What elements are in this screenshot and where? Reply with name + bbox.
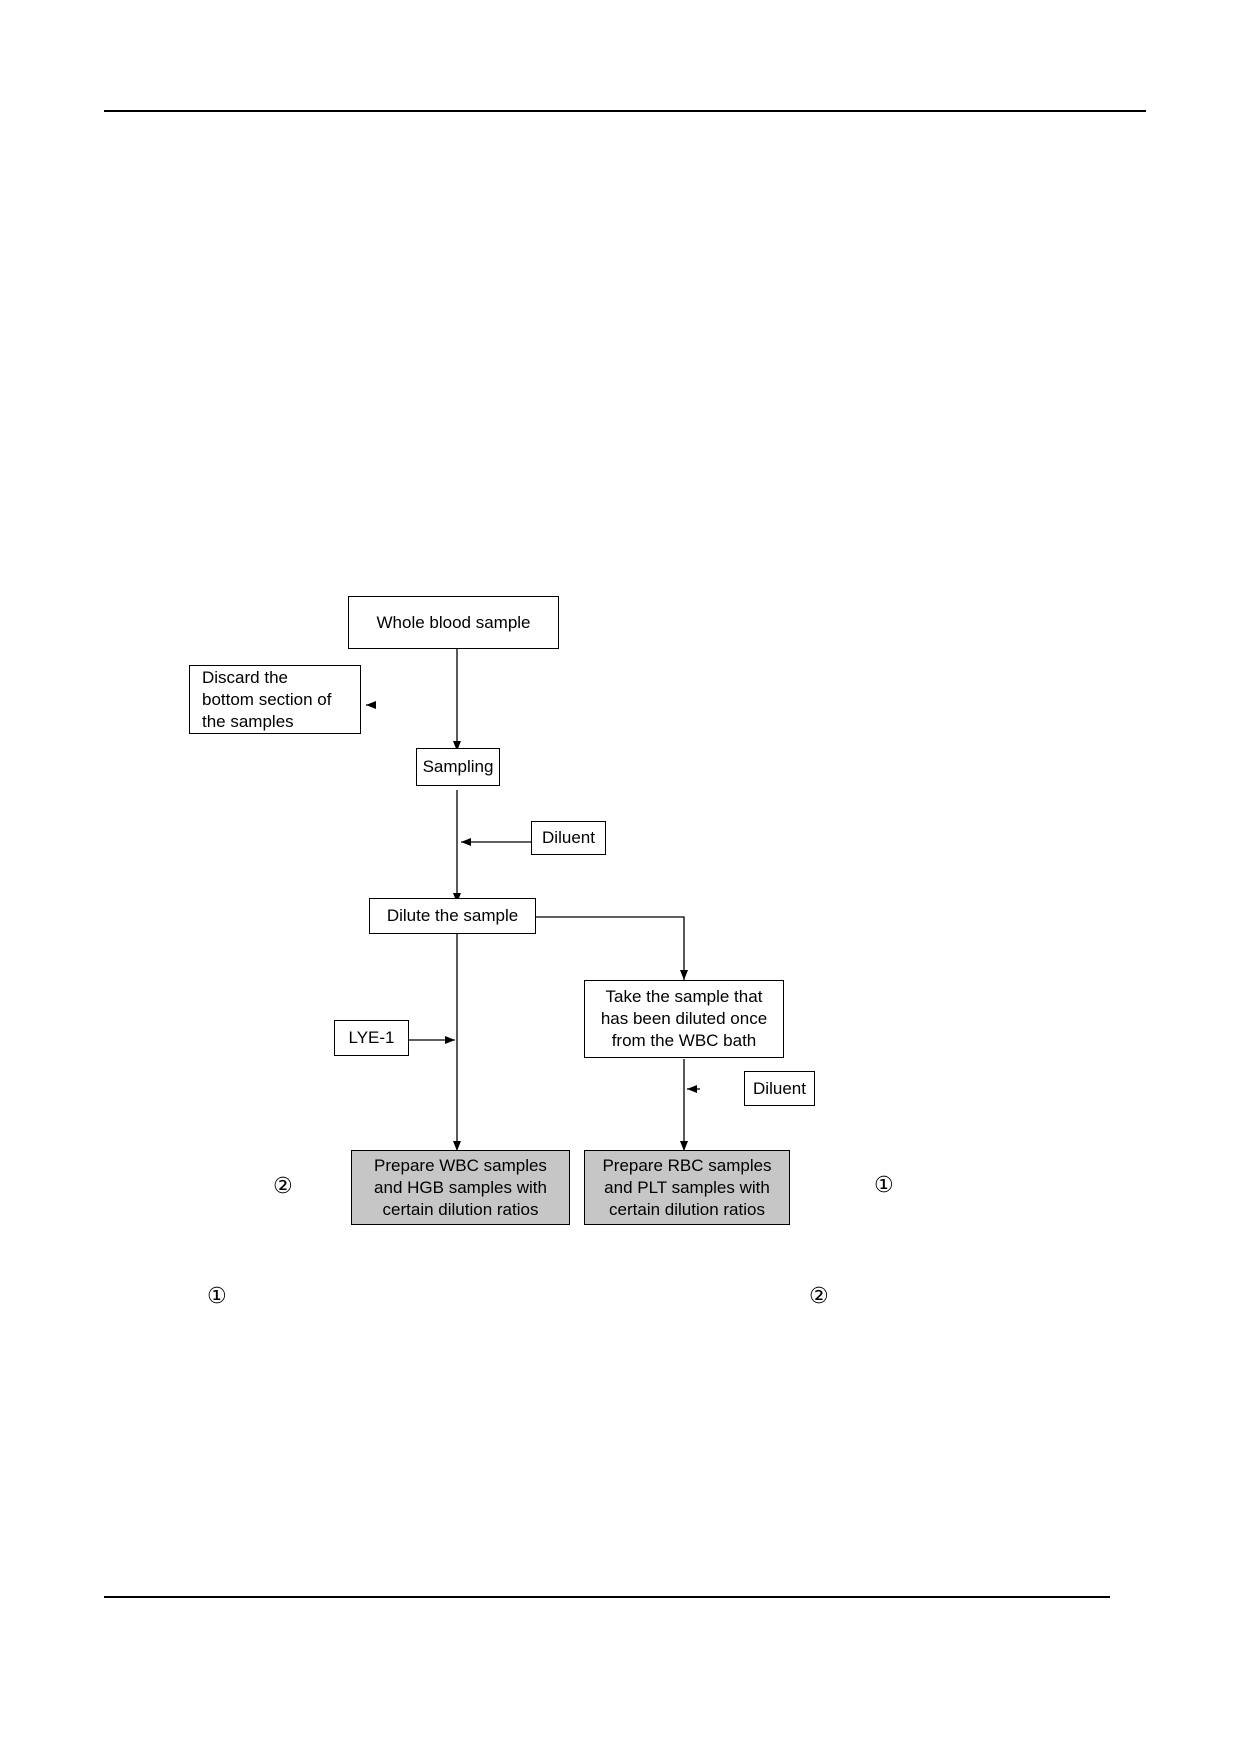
circled-one-marker: ①	[874, 1173, 894, 1198]
node-label: Sampling	[422, 757, 494, 776]
node-prepare-rbc-plt: Prepare RBC samples and PLT samples with…	[584, 1150, 790, 1225]
node-dilute-the-sample: Dilute the sample	[369, 898, 536, 934]
node-label: Diluent	[542, 828, 595, 847]
node-label: Discard the bottom section of the sample…	[202, 667, 332, 731]
node-lye-1: LYE-1	[334, 1020, 409, 1056]
node-take-diluted-sample: Take the sample that has been diluted on…	[584, 980, 784, 1058]
node-whole-blood-sample: Whole blood sample	[348, 596, 559, 649]
circled-two-marker: ②	[273, 1174, 293, 1199]
node-label: Diluent	[753, 1078, 806, 1098]
footnote-one-marker: ①	[207, 1284, 227, 1309]
footnote-two-marker: ②	[809, 1284, 829, 1309]
header-rule	[104, 110, 1146, 112]
arrow-dilute-to-take	[536, 916, 688, 980]
node-label: Take the sample that has been diluted on…	[600, 987, 768, 1050]
node-label: Whole blood sample	[376, 612, 531, 632]
footer-rule	[104, 1596, 1110, 1598]
node-diluent-1: Diluent	[531, 821, 606, 855]
node-sampling: Sampling	[416, 748, 500, 786]
node-diluent-2: Diluent	[744, 1071, 815, 1106]
node-prepare-wbc-hgb: Prepare WBC samples and HGB samples with…	[351, 1150, 570, 1225]
node-label: LYE-1	[348, 1028, 395, 1047]
node-label: Dilute the sample	[386, 906, 519, 925]
node-discard-bottom-section: Discard the bottom section of the sample…	[189, 665, 361, 734]
node-label: Prepare RBC samples and PLT samples with…	[602, 1155, 772, 1219]
node-label: Prepare WBC samples and HGB samples with…	[374, 1155, 547, 1219]
